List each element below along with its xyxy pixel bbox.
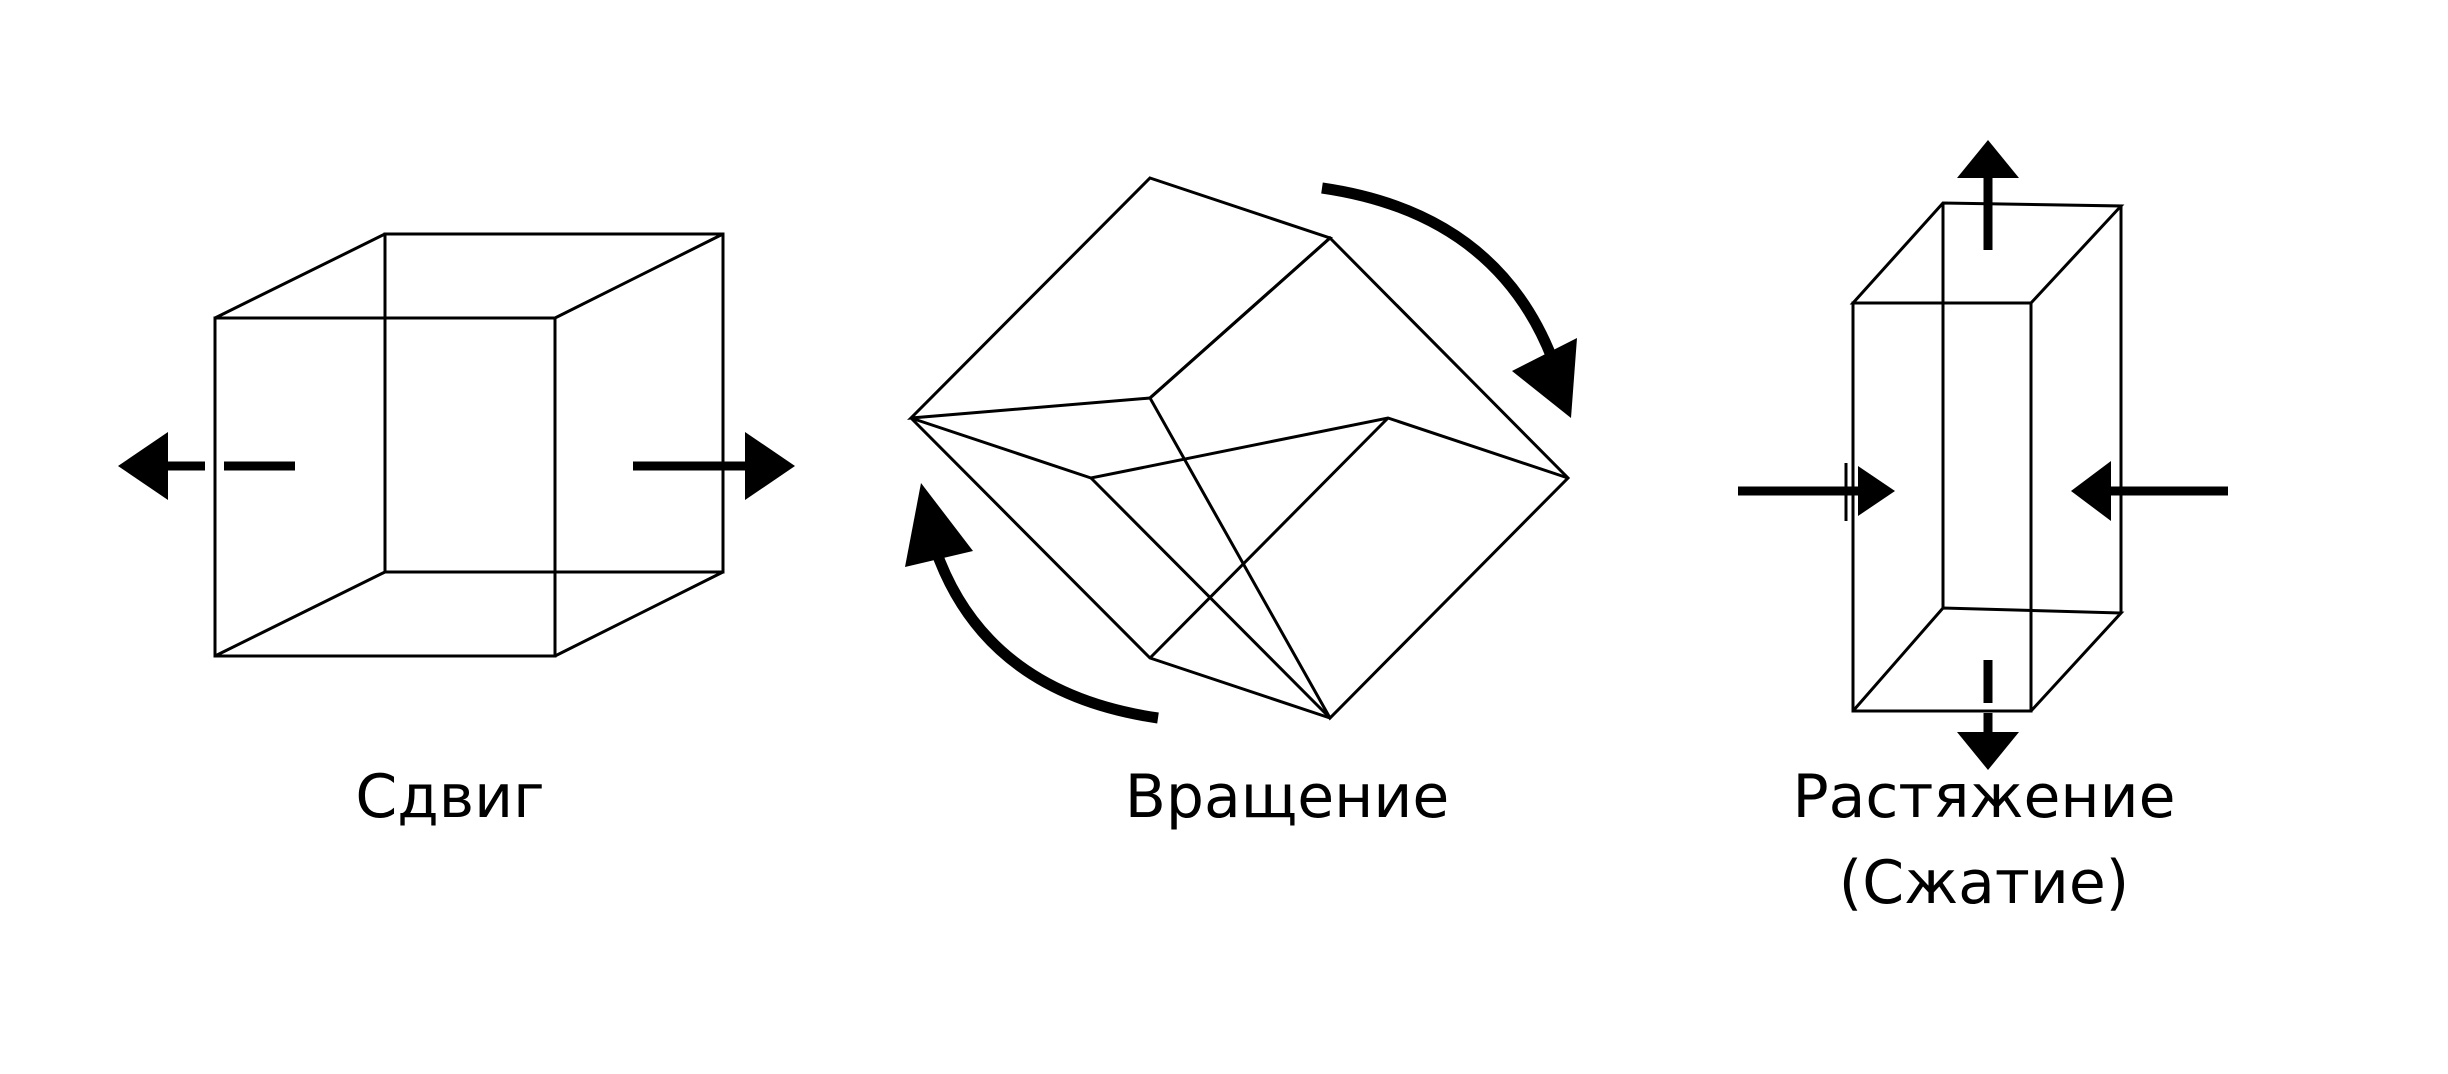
arrow-left-icon: [2071, 461, 2228, 521]
shear-cube: [213, 232, 725, 658]
rotated-cube: [907, 176, 1571, 721]
arrow-down-icon: [1957, 660, 2019, 770]
arrow-left-icon: [118, 432, 295, 500]
curved-arrow-clockwise-icon: [905, 182, 1577, 724]
tension-figure: Растяжение (Сжатие): [1738, 140, 2228, 918]
shear-label: Сдвиг: [355, 762, 544, 832]
tension-label-line2: (Сжатие): [1839, 848, 2129, 918]
arrow-up-icon: [1957, 140, 2019, 250]
arrow-right-icon: [633, 432, 795, 500]
tall-box: [1849, 201, 2125, 713]
arrow-right-icon: [1738, 463, 1895, 521]
tension-label-line1: Растяжение: [1792, 762, 2175, 832]
rotation-figure: Вращение: [905, 176, 1577, 832]
shear-figure: Сдвиг: [118, 232, 795, 832]
rotation-label: Вращение: [1125, 762, 1450, 832]
